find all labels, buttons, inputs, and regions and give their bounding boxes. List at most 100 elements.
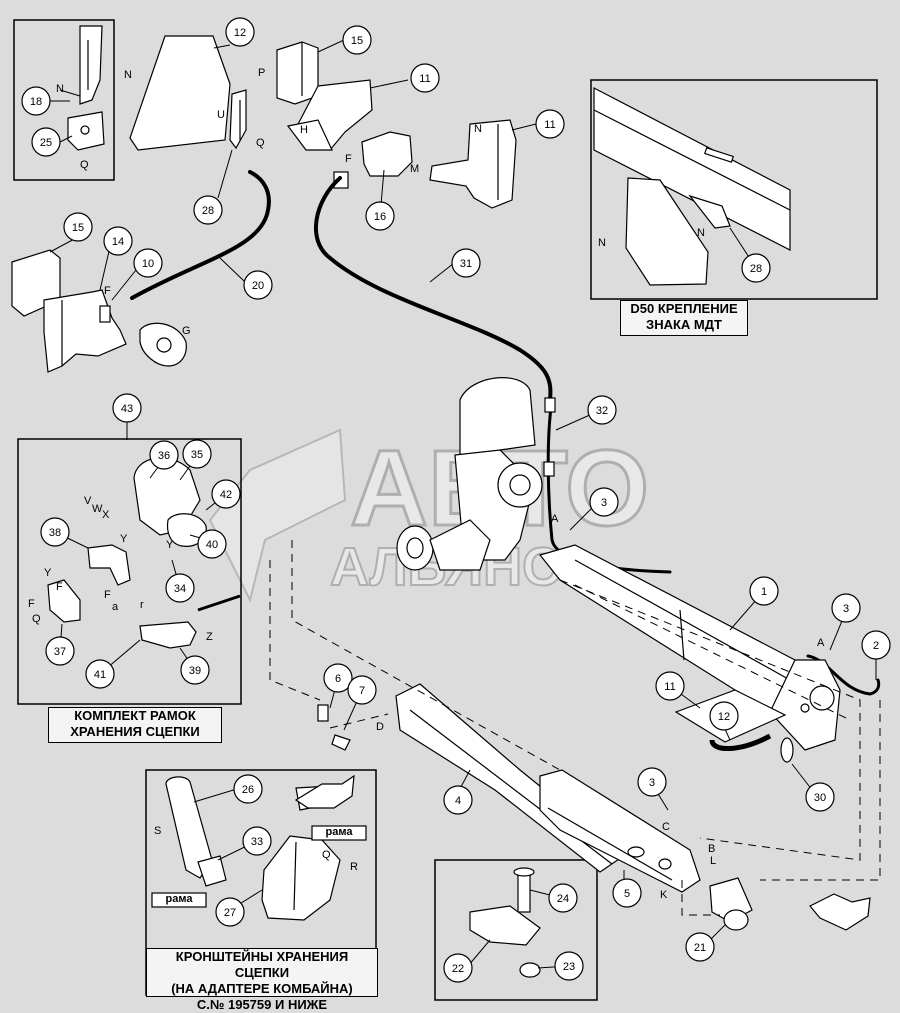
callout-15a: 15: [351, 35, 363, 47]
callout-27: 27: [224, 907, 236, 919]
letter-label: r: [140, 599, 144, 611]
callout-1: 1: [761, 586, 767, 598]
callout-5: 5: [624, 888, 630, 900]
part-13-plate: [129, 35, 247, 151]
callout-15b: 15: [72, 222, 84, 234]
callout-39: 39: [189, 665, 201, 677]
parts-15-11-16: [276, 41, 413, 189]
callout-34: 34: [174, 583, 186, 595]
callout-33: 33: [251, 836, 263, 848]
letter-label: Z: [206, 631, 213, 643]
callout-3a: 3: [601, 497, 607, 509]
panel-frames: [13, 19, 878, 1001]
center-hitch-assembly: [396, 377, 556, 571]
letter-label: Q: [322, 849, 331, 861]
frame-label-upper: рама: [325, 826, 353, 838]
callout-8: 10: [142, 258, 154, 270]
callout-13: 12: [234, 27, 246, 39]
letter-label: H: [300, 124, 308, 136]
letter-label: B: [708, 843, 715, 855]
callout-32: 32: [596, 405, 608, 417]
storage-brackets-caption: КРОНШТЕЙНЫ ХРАНЕНИЯ СЦЕПКИ (НА АДАПТЕРЕ …: [146, 948, 378, 1012]
storage-caption-line3: С.№ 195759 И НИЖЕ: [196, 997, 328, 1012]
callout-4: 4: [455, 795, 461, 807]
callout-20: 20: [252, 280, 264, 292]
callout-16: 16: [374, 211, 386, 223]
letter-label: N: [697, 227, 705, 239]
direction-arrow-lower: [809, 893, 871, 931]
letter-label: P: [258, 67, 265, 79]
callout-37: 37: [54, 646, 66, 658]
letter-label: Q: [80, 159, 89, 171]
panel-frames-kit: [17, 438, 242, 705]
letter-label: C: [662, 821, 670, 833]
part-12-bracket: [429, 119, 517, 209]
harness-20: [130, 170, 271, 300]
dashed-connectors: [269, 540, 881, 916]
letter-label: N: [56, 83, 64, 95]
frames-kit-caption-line1: КОМПЛЕКТ РАМОК: [74, 708, 196, 723]
d50-caption: D50 КРЕПЛЕНИЕ ЗНАКА МДТ: [620, 300, 748, 336]
parts-15-14-8: [11, 249, 187, 373]
letter-label: A: [817, 637, 825, 649]
panel-pin-detail: [434, 859, 598, 1001]
callout-2: 2: [873, 640, 879, 652]
d50-caption-line2: ЗНАКА МДТ: [646, 317, 722, 332]
letter-label: Y: [120, 533, 128, 545]
callout-21: 21: [694, 942, 706, 954]
letter-label: M: [410, 163, 419, 175]
callout-10: 12: [718, 711, 730, 723]
callout-31: 31: [460, 258, 472, 270]
panel-top-left-detail: [13, 19, 115, 181]
callout-7: 7: [359, 685, 365, 697]
part-21-clevis: [709, 877, 753, 931]
callout-41: 41: [94, 669, 106, 681]
storage-caption-line1: КРОНШТЕЙНЫ ХРАНЕНИЯ СЦЕПКИ: [175, 949, 349, 980]
pin-detail-contents: [469, 867, 541, 978]
letter-label: A: [551, 513, 559, 525]
callout-24: 24: [557, 893, 569, 905]
letter-label: N: [124, 69, 132, 81]
letter-label: F: [104, 589, 111, 601]
letter-label: Y: [166, 539, 174, 551]
callout-22: 22: [452, 963, 464, 975]
direction-arrow-upper: [294, 774, 355, 809]
callout-6: 6: [335, 673, 341, 685]
callout-18: 18: [30, 96, 42, 108]
letter-label: K: [660, 889, 668, 901]
detail-18-25: [67, 25, 105, 151]
callout-40: 40: [206, 539, 218, 551]
letter-label: V: [84, 495, 92, 507]
callout-labels: 12 15 11 11 28 16 18 25 15 14 10 20 31 3…: [30, 27, 879, 975]
callout-9: 11: [664, 681, 675, 693]
callout-43: 43: [121, 403, 133, 415]
letter-label: F: [28, 598, 35, 610]
part-4-adapter: [395, 683, 701, 893]
letter-label: U: [217, 109, 225, 121]
frame-label-lower: рама: [165, 893, 193, 905]
d50-contents: [593, 87, 791, 286]
letter-label: L: [710, 855, 716, 867]
part-1-tube: [538, 544, 841, 751]
callout-26: 26: [242, 784, 254, 796]
callout-23: 23: [563, 961, 575, 973]
letter-label: N: [598, 237, 606, 249]
callout-12: 11: [544, 119, 555, 131]
callout-42: 42: [220, 489, 232, 501]
panel-d50: [590, 79, 878, 300]
callout-11: 11: [419, 73, 430, 85]
letter-label: R: [350, 861, 358, 873]
callout-38: 38: [49, 527, 61, 539]
frames-kit-caption-line2: ХРАНЕНИЯ СЦЕПКИ: [70, 724, 200, 739]
letter-label: X: [102, 509, 110, 521]
letter-label: Q: [256, 137, 265, 149]
callout-35: 35: [191, 449, 203, 461]
letter-label: Q: [32, 613, 41, 625]
parts-6-7: [317, 704, 351, 751]
letter-label: a: [112, 601, 119, 613]
letter-label: D: [376, 721, 384, 733]
callout-25: 25: [40, 137, 52, 149]
d50-caption-line1: D50 КРЕПЛЕНИЕ: [630, 301, 738, 316]
storage-caption-line2: (НА АДАПТЕРЕ КОМБАЙНА): [171, 981, 353, 996]
